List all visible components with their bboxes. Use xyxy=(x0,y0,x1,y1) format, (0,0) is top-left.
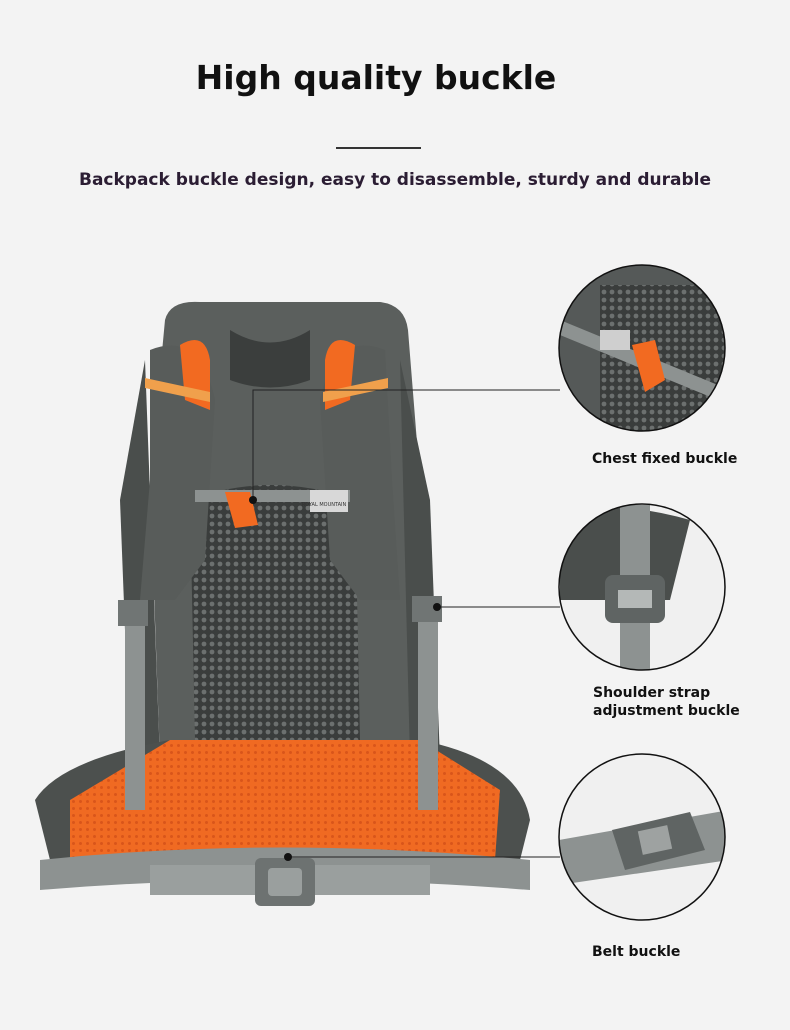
label-line: Shoulder strap xyxy=(593,685,711,701)
shoulder-buckle-detail xyxy=(559,504,725,670)
callout-label-shoulder: Shoulder strap adjustment buckle xyxy=(593,684,740,720)
logo: ROYAL MOUNTAIN xyxy=(302,502,347,508)
label-line: adjustment buckle xyxy=(593,703,740,719)
title-divider xyxy=(336,147,421,149)
page-title: High quality buckle xyxy=(195,58,557,97)
label-line: Belt buckle xyxy=(592,944,681,960)
callout-lines xyxy=(252,389,560,858)
callout-label-chest: Chest fixed buckle xyxy=(592,450,737,468)
page-subtitle: Backpack buckle design, easy to disassem… xyxy=(78,170,711,190)
callout-label-belt: Belt buckle xyxy=(592,943,680,961)
belt-buckle-detail xyxy=(559,754,725,920)
backpack-body xyxy=(35,301,530,906)
chest-buckle-detail xyxy=(559,265,725,431)
label-line: Chest fixed buckle xyxy=(592,451,738,467)
